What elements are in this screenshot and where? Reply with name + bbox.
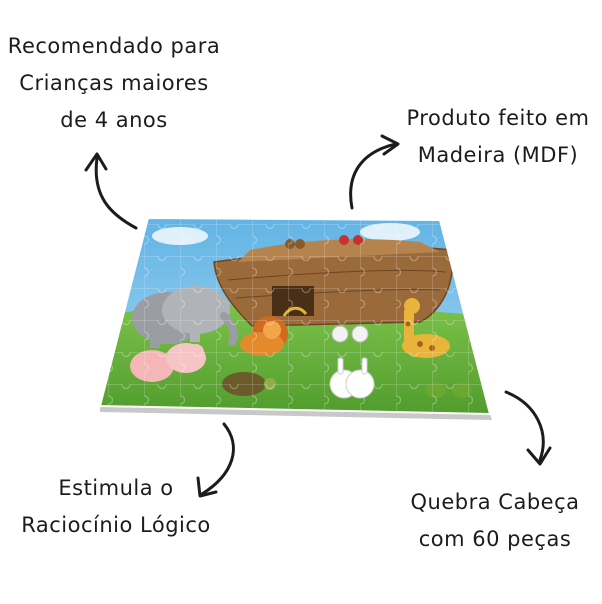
arrow-pieces — [504, 390, 552, 466]
age-line-2: Crianças maiores — [19, 71, 209, 95]
age-line-3: de 4 anos — [60, 108, 168, 132]
pieces-line-2: com 60 peças — [418, 527, 572, 551]
material-line-1: Produto feito em — [406, 106, 590, 130]
pieces-line-1: Quebra Cabeça — [410, 490, 580, 514]
material-line-2: Madeira (MDF) — [417, 143, 579, 167]
logic-line-2: Raciocínio Lógico — [21, 513, 211, 537]
logic-callout: Estimula o Raciocínio Lógico — [2, 470, 230, 544]
arrow-material — [349, 134, 400, 210]
logic-line-1: Estimula o — [58, 476, 174, 500]
age-recommendation-callout: Recomendado para Crianças maiores de 4 a… — [0, 28, 228, 139]
age-line-1: Recomendado para — [7, 34, 221, 58]
pieces-callout: Quebra Cabeça com 60 peças — [388, 484, 602, 558]
jigsaw-puzzle — [98, 216, 492, 420]
arrow-logic — [196, 422, 235, 498]
material-callout: Produto feito em Madeira (MDF) — [394, 100, 602, 174]
arrow-age — [84, 152, 138, 230]
